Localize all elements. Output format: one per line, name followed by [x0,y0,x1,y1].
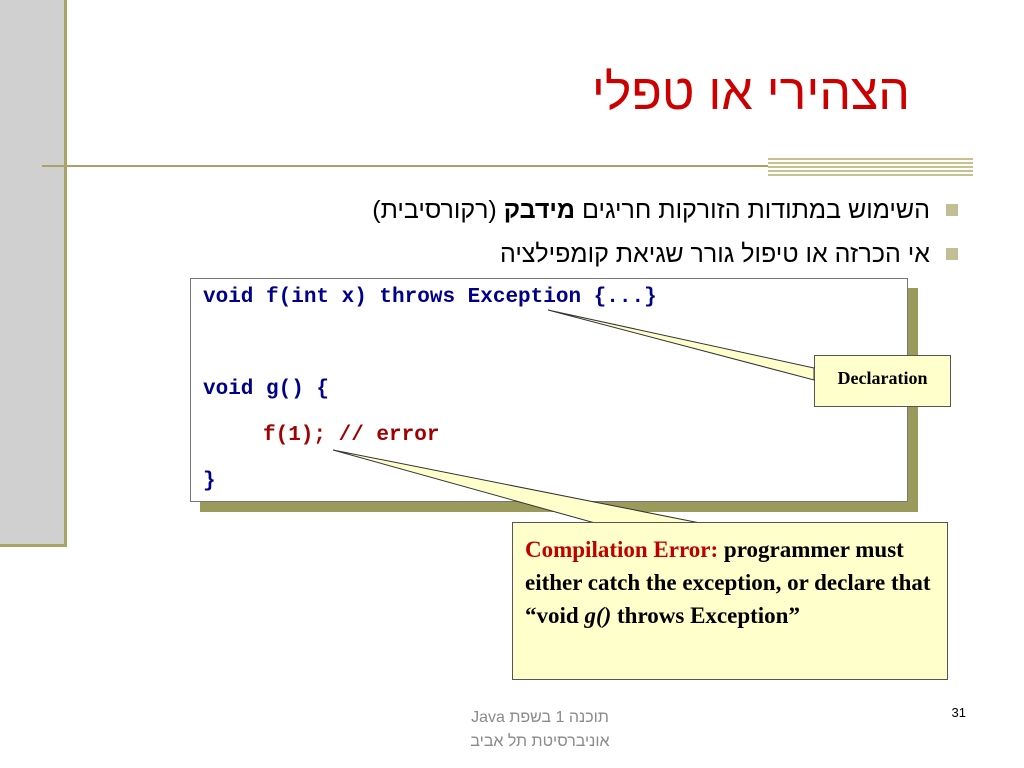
page-number: 31 [951,705,966,720]
slide-footer: תוכנה 1 בשפת Java אוניברסיטת תל אביב [400,706,680,754]
code-line-g: void g() { [203,378,330,401]
side-bar [0,0,67,547]
code-line-close: } [203,470,216,493]
code-line-call: f(1); // error [263,424,439,447]
title-rule-block [768,158,973,176]
bullet-item: אי הכרזה או טיפול גורר שגיאת קומפילציה [180,232,960,276]
bullet-bold-text: מידבק [503,196,576,224]
error-label: Compilation Error: [525,537,719,562]
bullet-text: אי הכרזה או טיפול גורר שגיאת קומפילציה [499,240,930,268]
compilation-error-callout: Compilation Error: programmer must eithe… [512,522,948,680]
error-italic-text: g() [584,603,612,628]
code-comment: // error [326,424,440,447]
code-box: void f(int x) throws Exception {...} voi… [190,278,908,502]
bullet-text: השימוש במתודות הזורקות חריגים [575,196,930,224]
bullet-text-tail: (רקורסיבית) [372,196,504,224]
declaration-callout: Declaration [814,355,951,407]
square-bullet-icon [946,248,958,260]
code-call: f(1); [263,424,327,447]
bullet-list: השימוש במתודות הזורקות חריגים מידבק (רקו… [180,188,960,276]
code-line-f: void f(int x) throws Exception {...} [203,286,657,309]
slide-title: הצהירי או טפלי [591,64,910,120]
bullet-item: השימוש במתודות הזורקות חריגים מידבק (רקו… [180,188,960,232]
error-text: programmer must either catch the excepti… [525,537,931,628]
error-text-tail: throws Exception” [611,603,800,628]
square-bullet-icon [946,204,958,216]
footer-university: אוניברסיטת תל אביב [470,733,610,750]
title-rule [42,165,972,167]
footer-course: תוכנה 1 בשפת Java [471,709,609,726]
error-leader [332,449,701,524]
declaration-leader [547,309,815,381]
